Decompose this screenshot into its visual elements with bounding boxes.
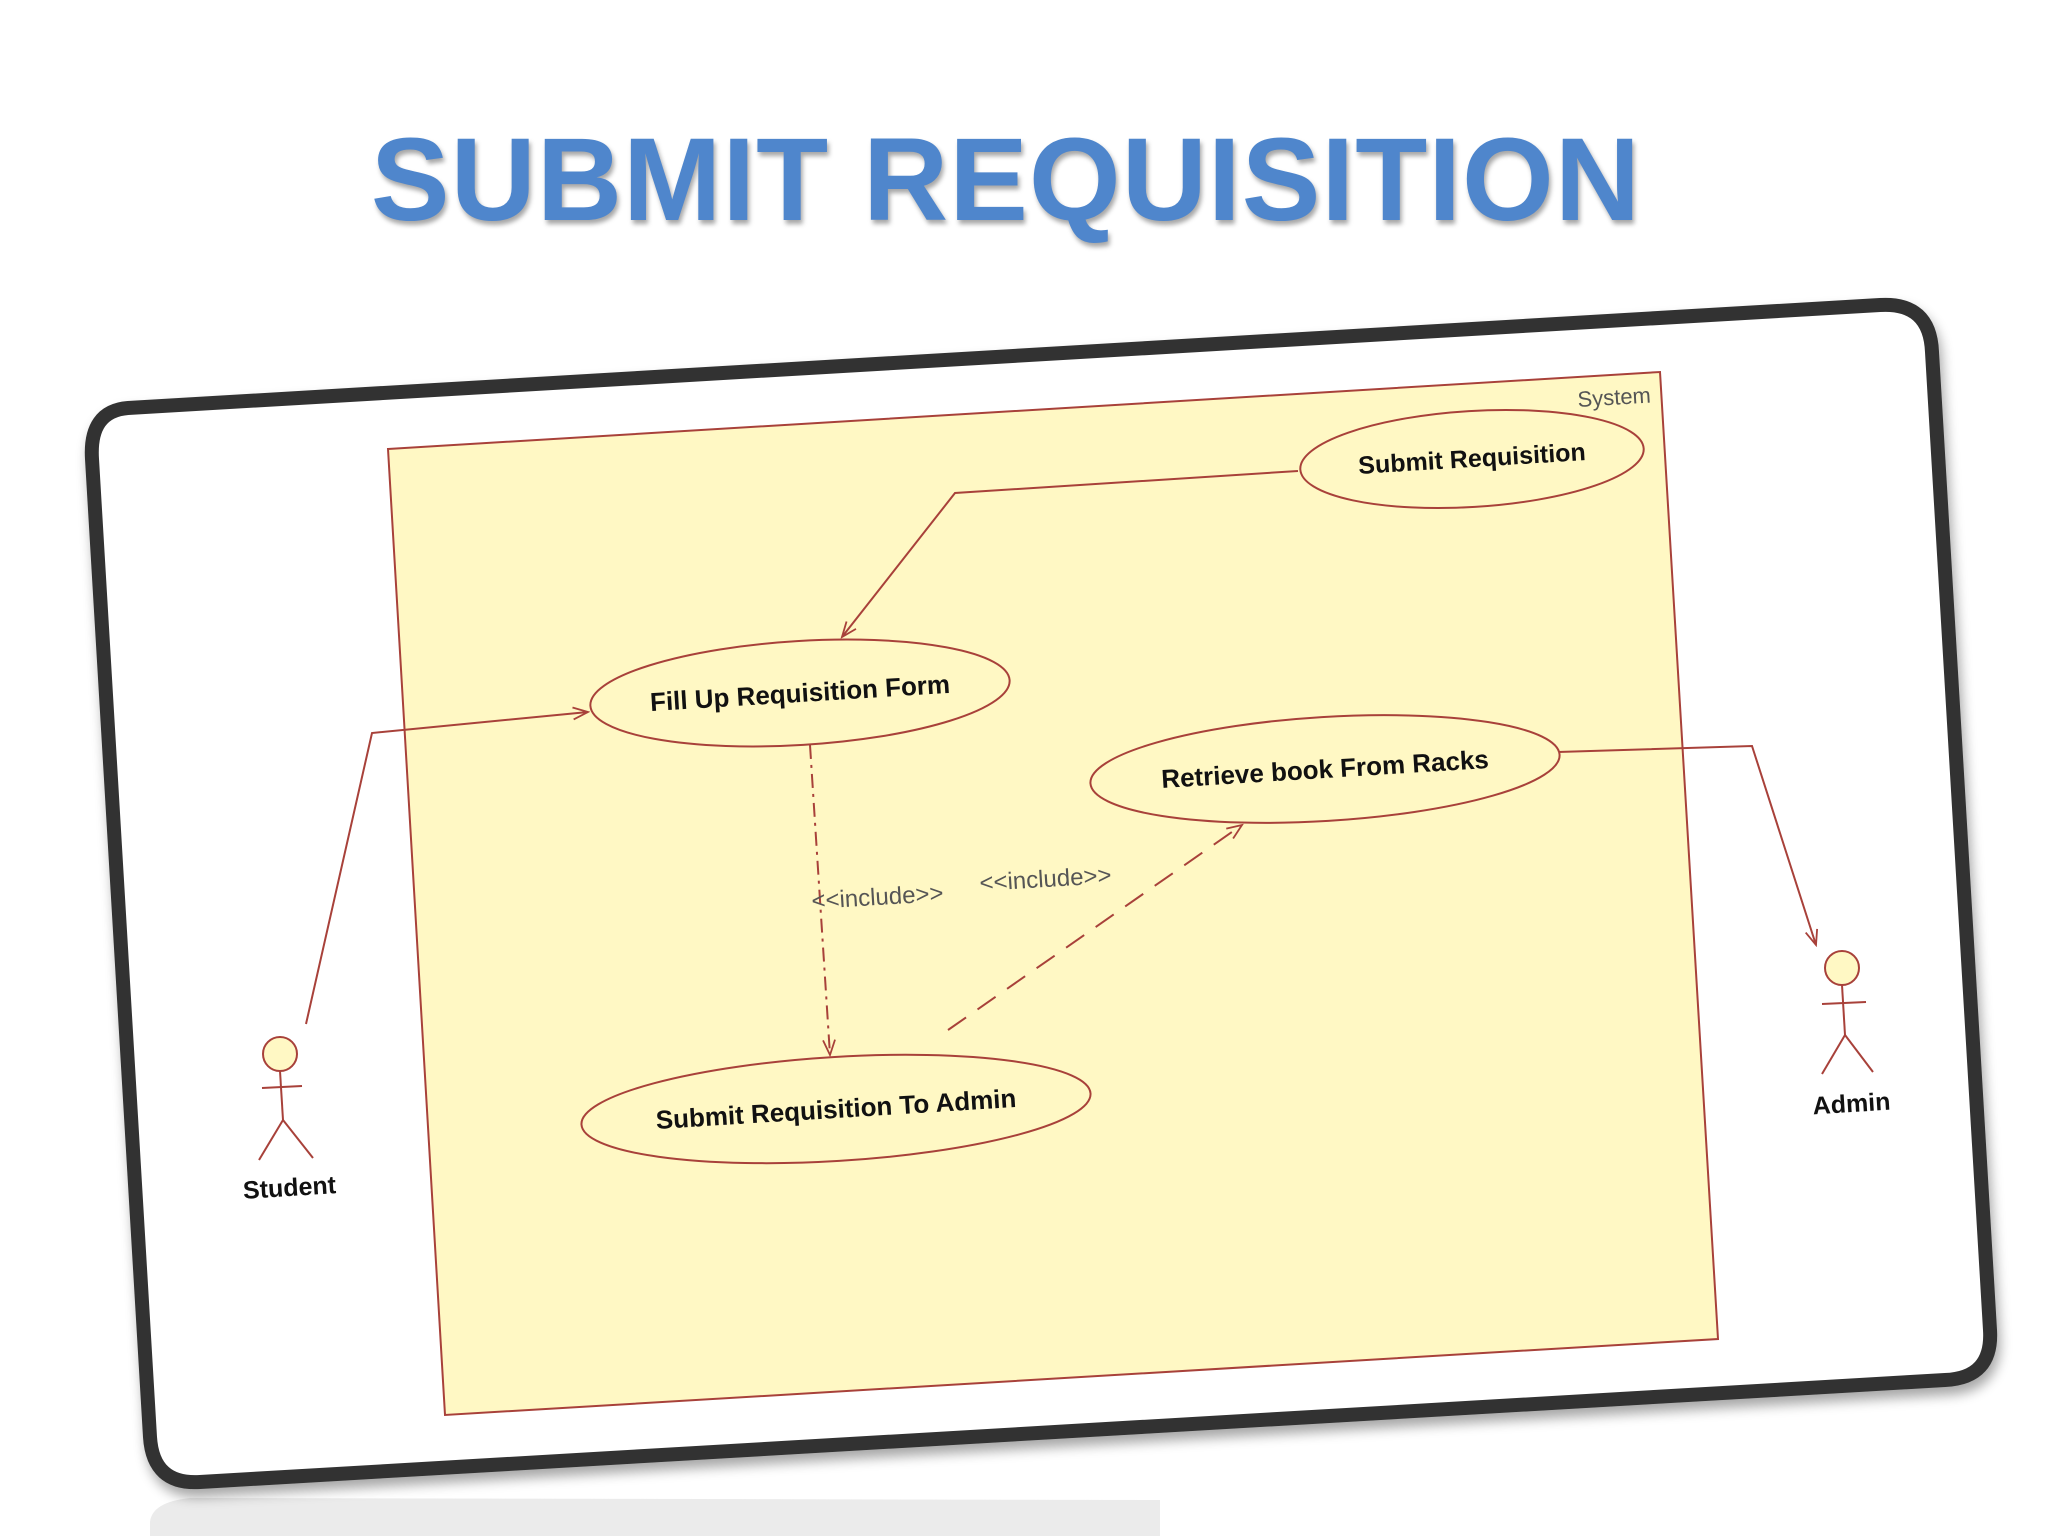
slide-title: SUBMIT REQUISITION: [370, 114, 1642, 246]
include-fill-to-admin: [809, 744, 830, 1055]
actor-admin-label: Admin: [1812, 1088, 1891, 1121]
actor-admin: Admin: [1812, 950, 1891, 1121]
frame-reflection: [150, 1498, 1160, 1536]
system-label: System: [1577, 383, 1652, 412]
use-case-submit-to-admin: Submit Requisition To Admin: [580, 1053, 1092, 1165]
admin-stick-figure-icon: [1821, 950, 1874, 1075]
system-boundary: [386, 370, 1720, 1417]
include-admin-to-retrieve: [947, 825, 1242, 1031]
actor-student: Student: [242, 1036, 337, 1205]
use-case-fill-up-form: Fill Up Requisition Form: [589, 638, 1011, 748]
association-submit-to-fill: [842, 470, 1299, 637]
use-case-retrieve-book: Retrieve book From Racks: [1089, 714, 1561, 824]
association-retrieve-to-admin: [1557, 744, 1816, 945]
actor-student-label: Student: [242, 1171, 337, 1205]
student-stick-figure-icon: [258, 1036, 314, 1161]
association-student-to-fill: [305, 712, 588, 1025]
use-case-submit-requisition: Submit Requisition: [1299, 408, 1645, 510]
